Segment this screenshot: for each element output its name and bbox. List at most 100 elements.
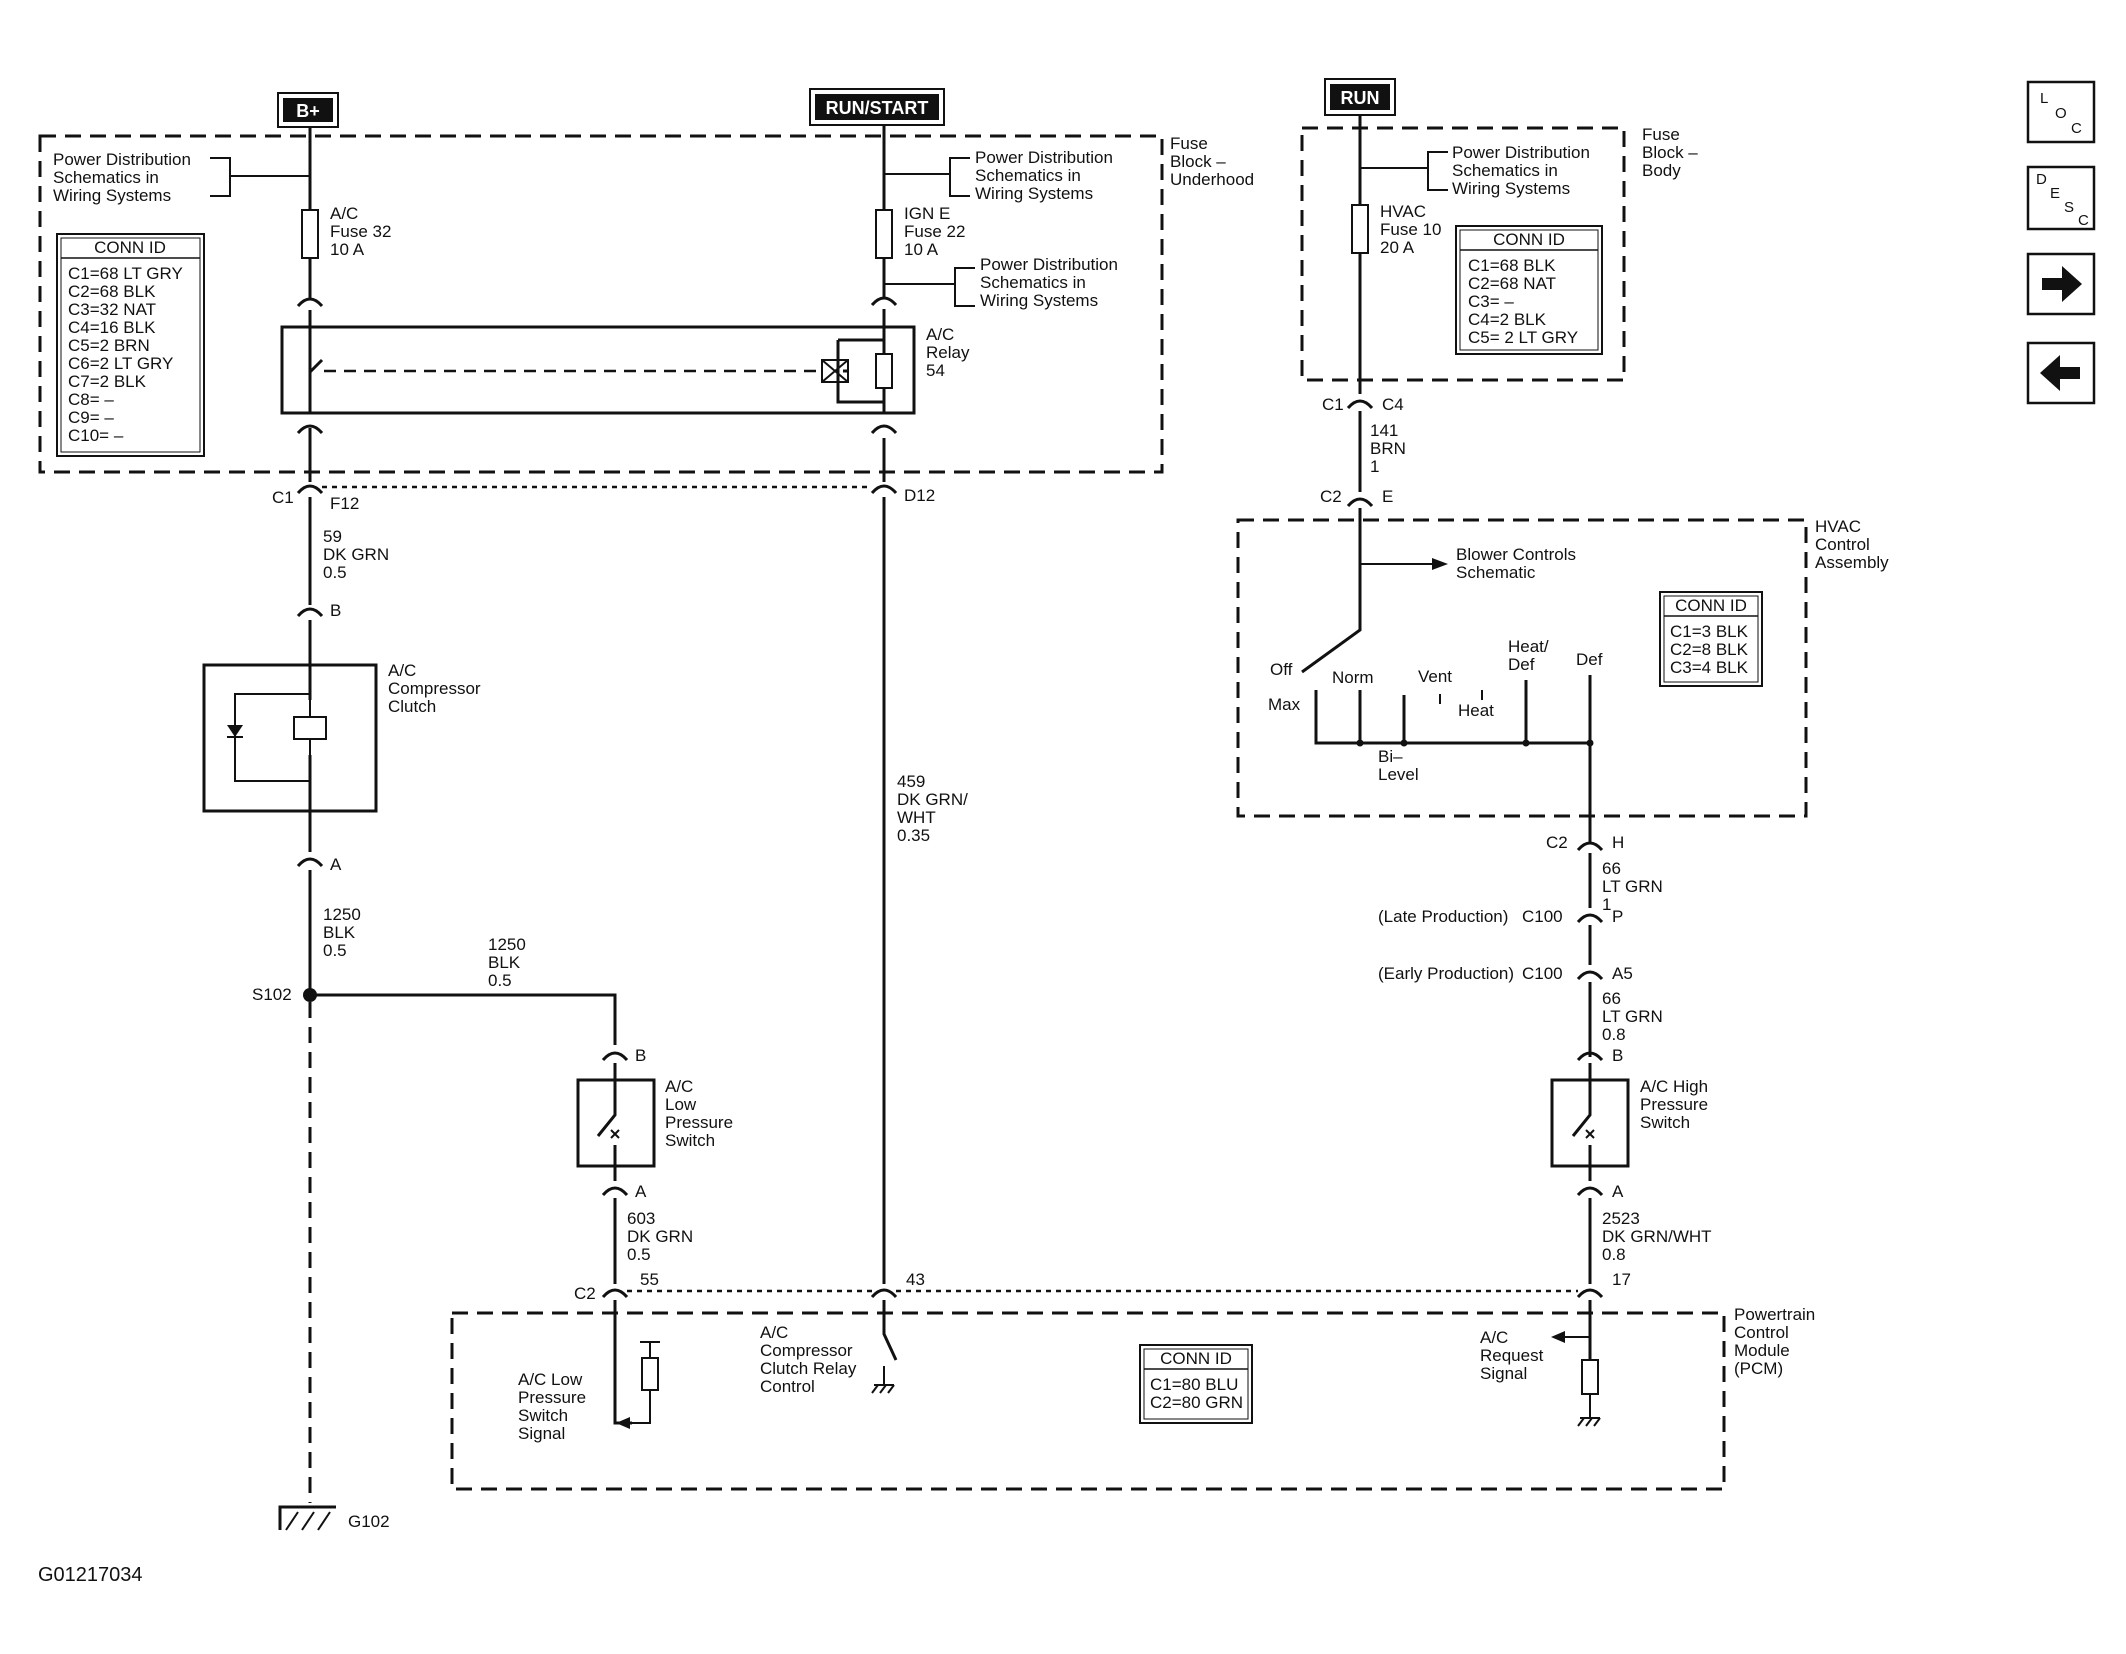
conn-c1-label: C1 [272,488,294,507]
wire-66a-label: 66 LT GRN 1 [1602,859,1668,914]
mode-bilevel-label: Bi– Level [1378,747,1419,784]
conn-b-label-high: B [1612,1046,1623,1065]
wire-1250b-label: 1250 BLK 0.5 [488,935,531,990]
conn-b-label-low: B [635,1046,646,1065]
conn-id-underhood: CONN ID C1=68 LT GRY C2=68 BLK C3=32 NAT… [56,233,205,457]
conn-f12-label: F12 [330,494,359,513]
conn-p-label: P [1612,907,1623,926]
compressor-clutch-box [202,663,378,813]
fuse-block-underhood-outline [38,134,1164,474]
power-dist-note-4: Power Distribution Schematics in Wiring … [1452,143,1595,198]
mode-norm-label: Norm [1332,668,1374,687]
pin-43-label: 43 [906,1270,925,1289]
source-run-label: RUN [1341,88,1380,108]
source-bplus: B+ [277,92,339,128]
wire-2523-label: 2523 DK GRN/WHT 0.8 [1602,1209,1716,1264]
mode-vent-label: Vent [1418,667,1452,686]
hvac-control-assembly-label: HVAC Control Assembly [1815,517,1889,572]
power-dist-note-1: Power Distribution Schematics in Wiring … [53,150,196,205]
mode-off-label: Off [1270,660,1293,679]
pin-55-label: 55 [640,1270,659,1289]
conn-a5-label: A5 [1612,964,1633,983]
wire-1250a-label: 1250 BLK 0.5 [323,905,366,960]
conn-c100-early-label: C100 [1522,964,1563,983]
svg-text:C: C [2078,212,2089,229]
conn-arc-2 [296,424,324,435]
blower-controls-label: Blower Controls Schematic [1456,545,1581,582]
mode-heatdef-label: Heat/ Def [1508,637,1553,674]
mode-max-label: Max [1268,695,1301,714]
desc-button[interactable]: D E S C [2026,165,2096,231]
next-button[interactable] [2026,252,2096,316]
svg-text:E: E [2050,185,2060,202]
fuse-block-body-outline [1300,126,1626,382]
compressor-clutch-label: A/C Compressor Clutch [388,661,485,716]
fuse-block-underhood-label: Fuse Block – Underhood [1170,134,1254,189]
pcm-low-pressure-signal-label: A/C Low Pressure Switch Signal [518,1370,591,1443]
splice-s102-label: S102 [252,985,292,1004]
fuse-22 [875,209,893,259]
conn-id-body: CONN ID C1=68 BLK C2=68 NAT C3= – C4=2 B… [1455,225,1603,355]
conn-c4-label: C4 [1382,395,1404,414]
mode-heat-label: Heat [1458,701,1494,720]
hvac-control-assembly-outline [1236,518,1808,818]
conn-id-underhood-title: CONN ID [94,238,166,257]
relay-switch [308,327,324,376]
wire-66b-label: 66 LT GRN 0.8 [1602,989,1668,1044]
power-dist-note-3: Power Distribution Schematics in Wiring … [980,255,1123,310]
late-production-label: (Late Production) [1378,907,1508,926]
conn-c2-label-h: C2 [1546,833,1568,852]
mode-def-label: Def [1576,650,1603,669]
arrow-right-icon [2042,266,2082,302]
conn-c100-late-label: C100 [1522,907,1563,926]
source-bplus-label: B+ [296,101,320,121]
fuse-32-label: A/C Fuse 32 10 A [330,204,396,259]
fuse-32 [301,209,319,259]
conn-c2-label-pcm: C2 [574,1284,596,1303]
high-pressure-switch-label: A/C High Pressure Switch [1640,1077,1713,1132]
fuse-10-label: HVAC Fuse 10 20 A [1380,202,1446,257]
conn-id-underhood-list: C1=68 LT GRY C2=68 BLK C3=32 NAT C4=16 B… [68,264,187,445]
wire-59-label: 59 DK GRN 0.5 [323,527,394,582]
ground-label: G102 [348,1512,390,1531]
ground-g102 [278,1505,336,1531]
svg-text:D: D [2036,171,2047,188]
conn-c1-label-body: C1 [1322,395,1344,414]
fuse-10 [1351,204,1369,254]
loc-button[interactable]: L O C [2026,80,2096,144]
power-dist-note-2: Power Distribution Schematics in Wiring … [975,148,1118,203]
conn-b-arc-1 [296,297,324,308]
pcm-label: Powertrain Control Module (PCM) [1734,1305,1820,1378]
conn-h-label: H [1612,833,1624,852]
conn-id-pcm-title: CONN ID [1160,1349,1232,1368]
svg-text:C: C [2071,120,2082,137]
conn-a-label-clutch: A [330,855,342,874]
back-button[interactable] [2026,341,2096,405]
wire-141-label: 141 BRN 1 [1370,421,1411,476]
arrow-left-icon [2040,355,2080,391]
fuse-block-body-label: Fuse Block – Body [1642,125,1702,180]
conn-id-hvac-title: CONN ID [1675,596,1747,615]
pcm-request-signal-label: A/C Request Signal [1480,1328,1548,1383]
source-run: RUN [1324,78,1396,116]
pin-17-label: 17 [1612,1270,1631,1289]
conn-id-body-list: C1=68 BLK C2=68 NAT C3= – C4=2 BLK C5= 2… [1468,256,1578,347]
pcm-relay-control-label: A/C Compressor Clutch Relay Control [760,1323,861,1396]
ac-relay-box [280,325,916,415]
pcm-outline [450,1311,1726,1491]
svg-text:L: L [2040,90,2048,107]
conn-a-label-low: A [635,1182,647,1201]
conn-e-label: E [1382,487,1393,506]
source-runstart-label: RUN/START [826,98,929,118]
conn-id-pcm: CONN ID C1=80 BLU C2=80 GRN [1139,1344,1253,1424]
fuse-22-label: IGN E Fuse 22 10 A [904,204,970,259]
low-pressure-switch-label: A/C Low Pressure Switch [665,1077,738,1150]
conn-a-label-high: A [1612,1182,1624,1201]
conn-b-label-clutch: B [330,601,341,620]
arrow-right-icon [1432,558,1448,570]
svg-text:S: S [2064,199,2074,216]
conn-id-hvac-list: C1=3 BLK C2=8 BLK C3=4 BLK [1670,622,1753,677]
figure-id: G01217034 [38,1564,143,1586]
conn-c2-label-hvac: C2 [1320,487,1342,506]
